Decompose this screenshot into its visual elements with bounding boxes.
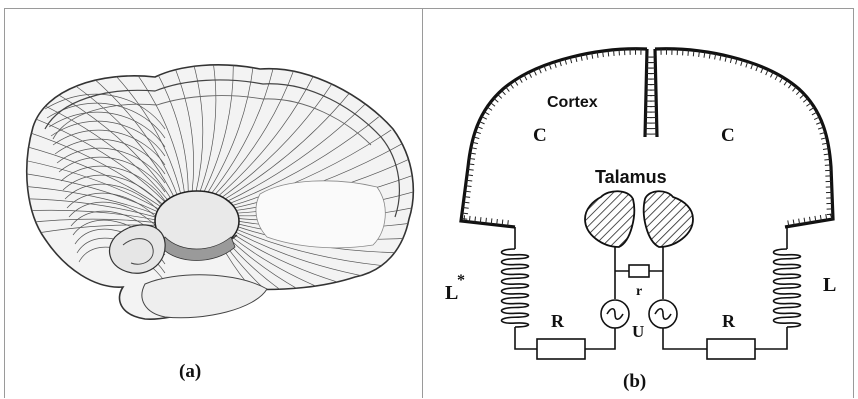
- inductor-right: [774, 249, 801, 327]
- cortex-label: Cortex: [547, 94, 598, 111]
- thalamus-left: [585, 191, 634, 247]
- thalamus-right: [644, 191, 693, 247]
- wire-left-return: [585, 328, 615, 349]
- panel-a: (a): [4, 8, 423, 398]
- r-left-label: R: [551, 311, 565, 331]
- l-left-superscript: *: [457, 272, 465, 289]
- wire-left-bottom: [515, 327, 537, 349]
- inductor-left: [502, 249, 529, 327]
- panel-b: Cortex C C Talamus r U R R L * L (b): [423, 8, 854, 398]
- r-right-label: R: [722, 311, 736, 331]
- left-midline: [645, 49, 647, 137]
- resistor-r: [629, 265, 649, 277]
- lower-lobe: [142, 275, 267, 318]
- circuit-diagram: Cortex C C Talamus r U R R L * L (b): [423, 9, 854, 399]
- c-left-label: C: [533, 125, 547, 146]
- talamus-label: Talamus: [595, 167, 667, 187]
- panel-a-caption: (a): [179, 361, 201, 382]
- wire-right-bottom: [755, 327, 787, 349]
- u-label: U: [632, 322, 644, 341]
- panel-b-caption: (b): [623, 371, 646, 392]
- c-right-label: C: [721, 125, 735, 146]
- right-midline: [655, 49, 657, 137]
- wire-right-return: [663, 328, 707, 349]
- white-matter-region: [256, 181, 385, 248]
- brain-illustration: (a): [5, 9, 424, 399]
- r-small-label: r: [636, 284, 642, 299]
- resistor-left: [537, 339, 585, 359]
- l-right-label: L: [823, 274, 836, 296]
- resistor-right: [707, 339, 755, 359]
